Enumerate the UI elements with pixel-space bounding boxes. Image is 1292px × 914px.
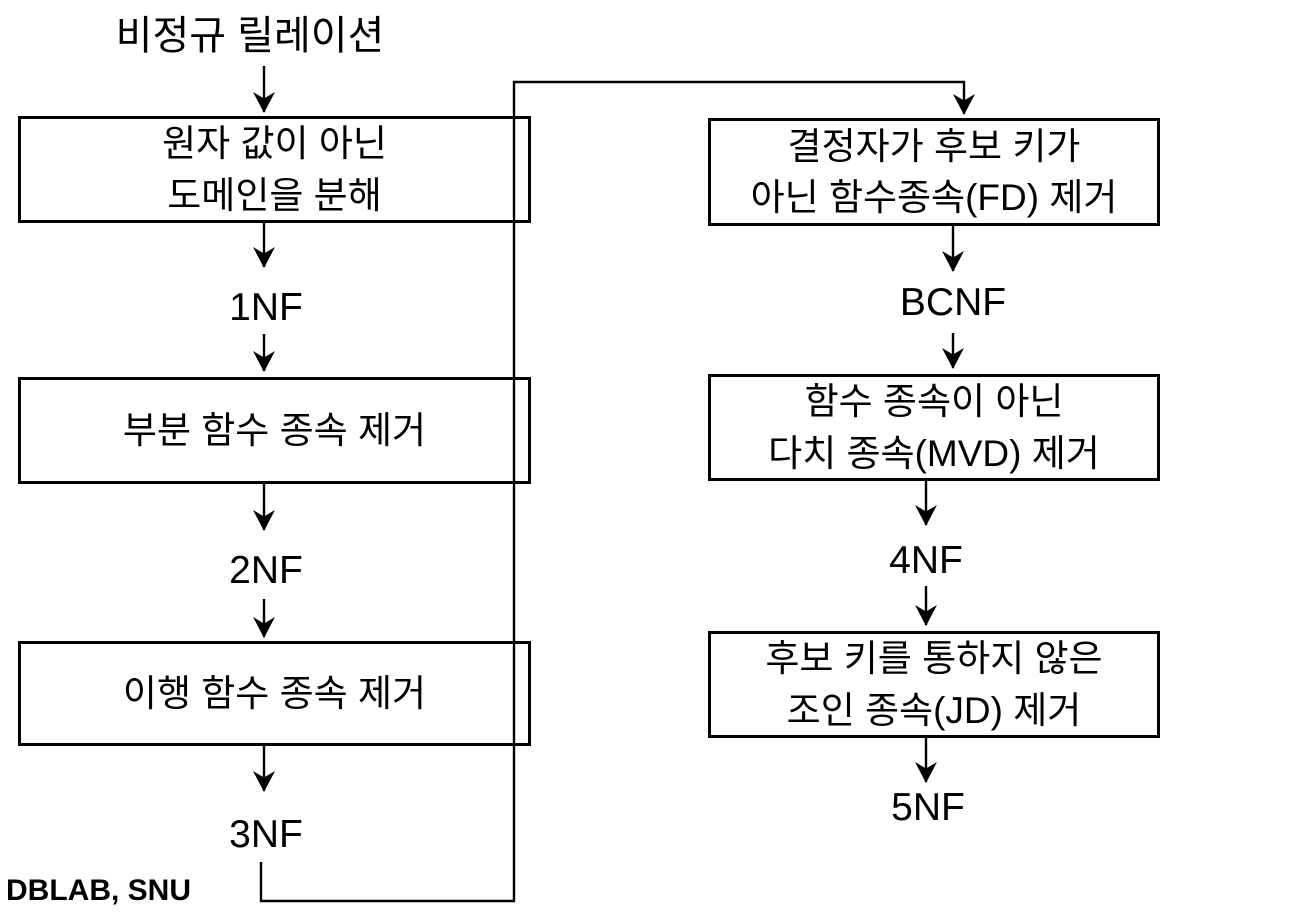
process-box-remove-mvd: 함수 종속이 아닌 다치 종속(MVD) 제거 — [708, 374, 1160, 481]
footer-credit: DBLAB, SNU — [6, 874, 191, 907]
process-box-remove-jd: 후보 키를 통하지 않은 조인 종속(JD) 제거 — [708, 631, 1160, 738]
state-label-5nf: 5NF — [891, 786, 965, 829]
state-label-3nf: 3NF — [229, 813, 303, 856]
state-label-1nf: 1NF — [229, 286, 303, 329]
process-box-decompose-non-atomic-domains: 원자 값이 아닌 도메인을 분해 — [18, 116, 531, 223]
state-label-bcnf: BCNF — [899, 281, 1007, 324]
state-label-2nf: 2NF — [229, 549, 303, 592]
process-box-remove-fd-determinant-not-candidate-key: 결정자가 후보 키가 아닌 함수종속(FD) 제거 — [708, 118, 1160, 226]
state-label-4nf: 4NF — [889, 539, 963, 582]
process-box-remove-partial-fd: 부분 함수 종속 제거 — [18, 377, 531, 484]
process-box-remove-transitive-fd: 이행 함수 종속 제거 — [18, 641, 531, 746]
unnormalized-relation-label: 비정규 릴레이션 — [115, 14, 385, 58]
